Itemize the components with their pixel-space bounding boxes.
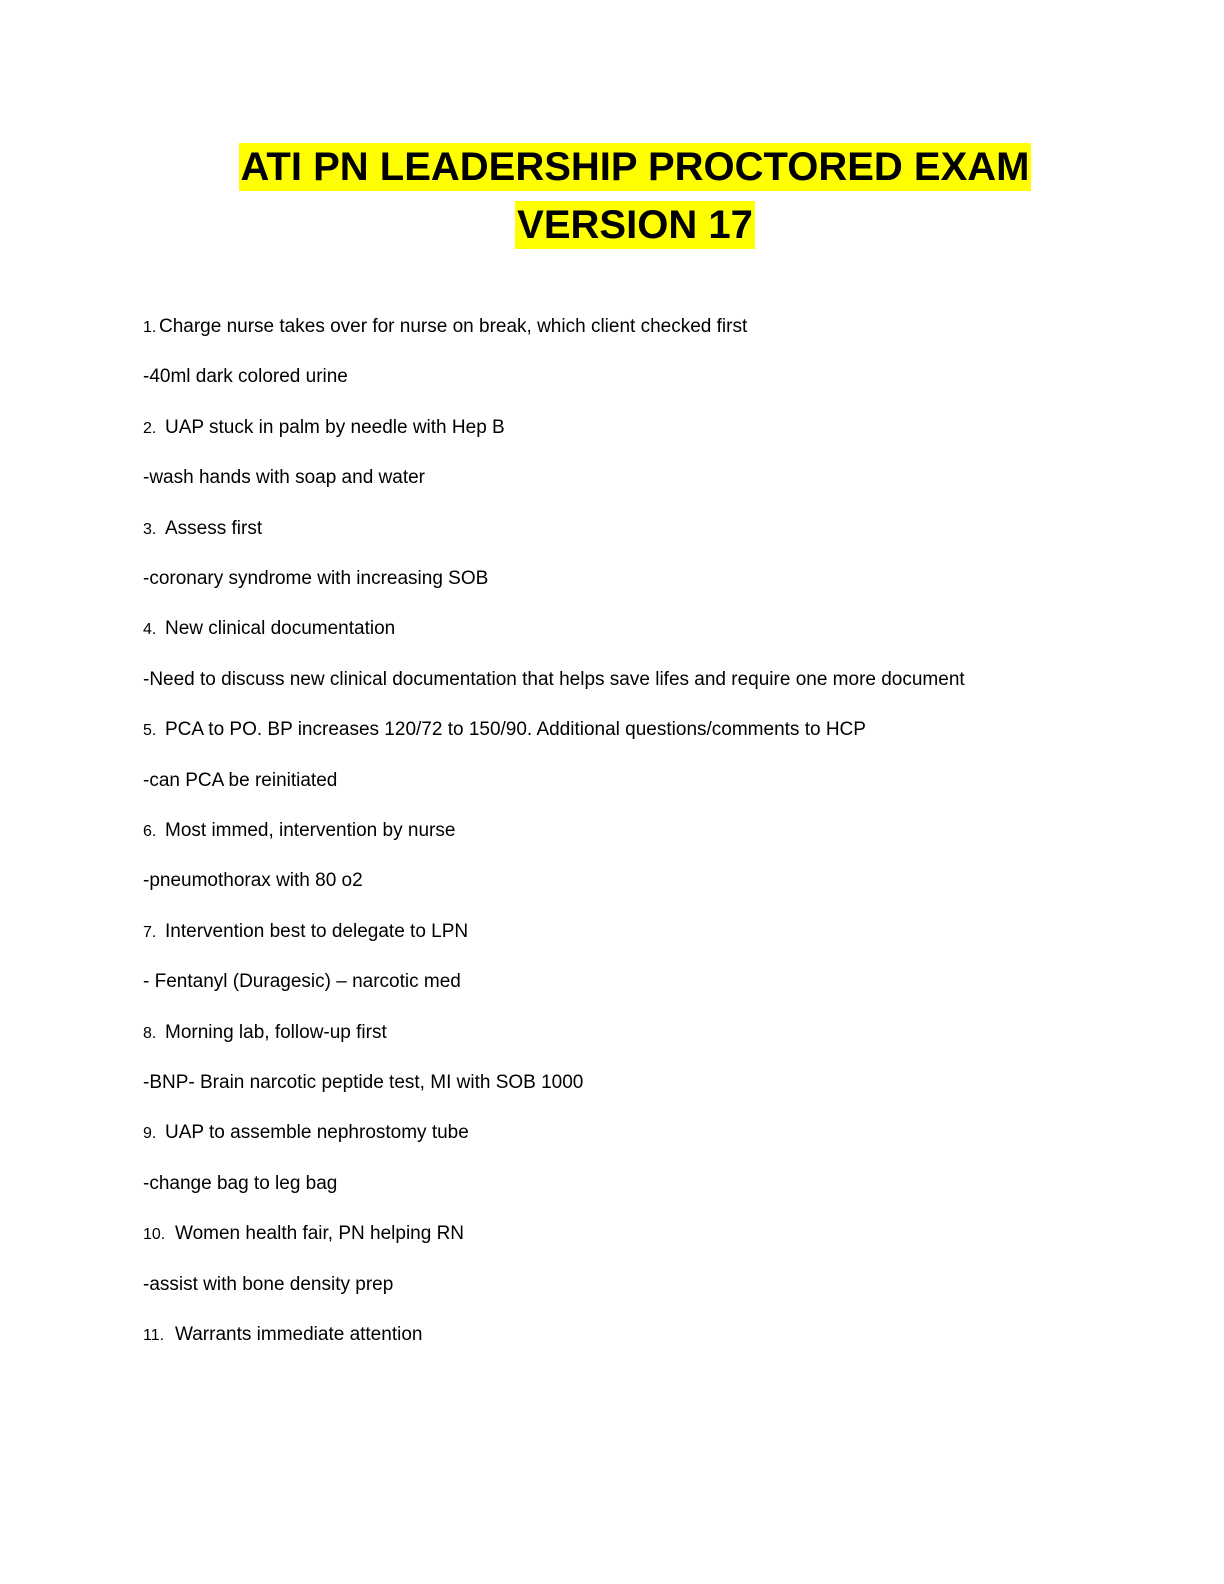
title-line-1: ATI PN LEADERSHIP PROCTORED EXAM	[0, 143, 1224, 191]
question-number: 9.	[143, 1125, 157, 1143]
question-number: 1.	[143, 319, 157, 336]
answer-text: -40ml dark colored urine	[143, 366, 348, 388]
question-item: 1.Charge nurse takes over for nurse on b…	[143, 316, 747, 338]
question-number: 4.	[143, 621, 157, 639]
question-item: 10. Women health fair, PN helping RN	[143, 1223, 464, 1245]
title-text: ATI PN LEADERSHIP PROCTORED EXAM	[238, 143, 1032, 191]
question-number: 10.	[143, 1226, 166, 1244]
question-text: New clinical documentation	[165, 618, 396, 640]
question-number: 5.	[143, 722, 157, 740]
title-text: VERSION 17	[515, 201, 755, 249]
question-number: 2.	[143, 419, 157, 437]
answer-text: -can PCA be reinitiated	[143, 769, 338, 791]
question-text: UAP to assemble nephrostomy tube	[165, 1122, 469, 1144]
question-text: Intervention best to delegate to LPN	[165, 920, 469, 942]
answer-text: -coronary syndrome with increasing SOB	[143, 568, 489, 589]
question-text: Charge nurse takes over for nurse on bre…	[159, 316, 748, 337]
question-item: 9. UAP to assemble nephrostomy tube	[143, 1122, 469, 1144]
question-item: 3. Assess first	[143, 518, 262, 540]
question-text: Morning lab, follow-up first	[165, 1021, 387, 1043]
question-item: 2. UAP stuck in palm by needle with Hep B	[143, 417, 505, 439]
question-number: 3.	[143, 520, 157, 538]
title-line-2: VERSION 17	[0, 201, 1224, 249]
answer-text: -pneumothorax with 80 o2	[143, 870, 363, 892]
answer-text: - Fentanyl (Duragesic) – narcotic med	[143, 971, 461, 993]
question-number: 7.	[143, 923, 157, 941]
question-item: 6. Most immed, intervention by nurse	[143, 820, 455, 842]
question-item: 5. PCA to PO. BP increases 120/72 to 150/…	[143, 719, 866, 741]
question-number: 8.	[143, 1024, 157, 1042]
question-number: 11.	[143, 1327, 165, 1344]
question-item: 11. Warrants immediate attention	[143, 1324, 422, 1346]
question-text: Women health fair, PN helping RN	[175, 1223, 465, 1245]
answer-text: -change bag to leg bag	[143, 1172, 338, 1194]
question-text: Assess first	[165, 517, 263, 539]
question-item: 8. Morning lab, follow-up first	[143, 1022, 387, 1044]
question-text: Most immed, intervention by nurse	[165, 820, 456, 841]
answer-text: -wash hands with soap and water	[143, 467, 425, 489]
answer-text: -BNP- Brain narcotic peptide test, MI wi…	[143, 1072, 584, 1093]
question-text: UAP stuck in palm by needle with Hep B	[165, 416, 505, 438]
question-item: 7. Intervention best to delegate to LPN	[143, 921, 468, 943]
question-text: PCA to PO. BP increases 120/72 to 150/90…	[165, 719, 866, 741]
answer-text: -Need to discuss new clinical documentat…	[143, 668, 965, 690]
answer-text: -assist with bone density prep	[143, 1273, 394, 1295]
question-text: Warrants immediate attention	[175, 1324, 423, 1345]
question-number: 6.	[143, 823, 157, 840]
question-item: 4. New clinical documentation	[143, 618, 395, 640]
